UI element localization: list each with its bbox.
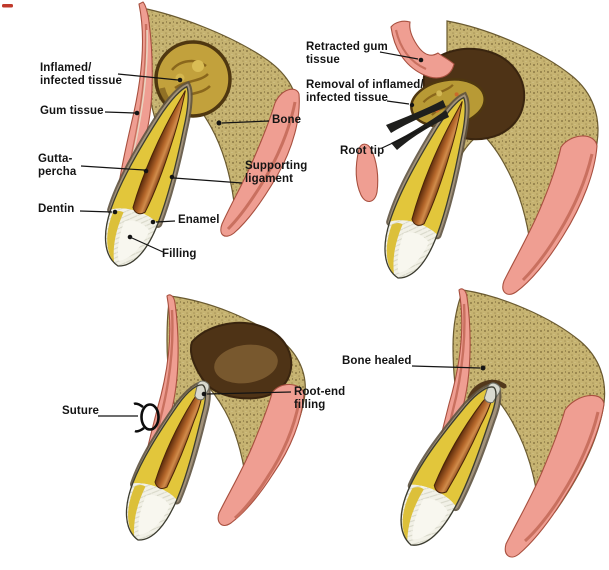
- label-filling: Filling: [162, 248, 197, 260]
- label-retracted-gum-tissue: Retracted gum tissue: [306, 41, 388, 66]
- panel-healed: [386, 288, 606, 558]
- label-gutta-percha: Gutta- percha: [38, 153, 77, 178]
- label-root-end-filling: Root-end filling: [294, 386, 346, 411]
- label-dentin: Dentin: [38, 203, 75, 215]
- label-supporting-ligament: Supporting ligament: [245, 160, 308, 185]
- gum-right-shape: [504, 394, 605, 558]
- label-bone-healed: Bone healed: [342, 355, 412, 367]
- panel-tissue-removal: [355, 20, 599, 295]
- label-bone: Bone: [272, 114, 302, 126]
- gum-small-flap-shape: [355, 143, 379, 202]
- cavity-floor-shape: [214, 344, 278, 384]
- label-removal-of-inflamed-infected-tissue: Removal of inflamed/ infected tissue: [306, 79, 424, 104]
- retracted-gum-flap-shape: [390, 20, 455, 79]
- leader-lines: [79, 51, 486, 417]
- label-root-tip: Root tip: [340, 145, 385, 157]
- corner-mark: [2, 4, 13, 8]
- panel-root-end-filling: [113, 294, 306, 548]
- label-inflamed-infected-tissue: Inflamed/ infected tissue: [40, 62, 123, 87]
- gum-right-shape: [502, 135, 598, 295]
- suture-loop: [133, 402, 160, 433]
- label-gum-tissue: Gum tissue: [40, 105, 104, 117]
- gum-right-shape: [220, 88, 300, 237]
- socket-rim-shape: [467, 380, 507, 401]
- label-enamel: Enamel: [178, 214, 220, 226]
- label-suture: Suture: [62, 405, 100, 417]
- panel-diseased-tooth: [93, 1, 300, 274]
